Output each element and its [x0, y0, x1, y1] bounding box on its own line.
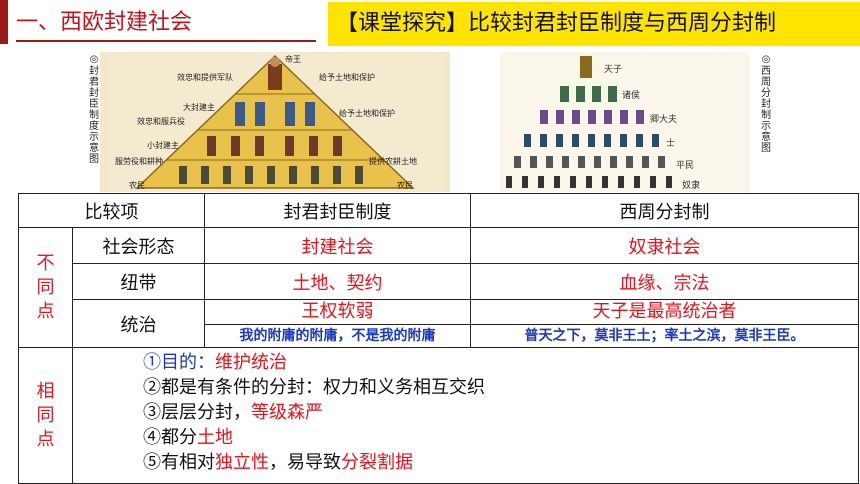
feudal-bond: 土地、契约 — [204, 263, 471, 300]
same-points: ①目的：维护统治 ②都是有条件的分封：权力和义务相互交织 ③层层分封，等级森严 … — [72, 347, 859, 484]
label-peasant-right: 农民 — [397, 180, 413, 190]
zhou-bond: 血缘、宗法 — [470, 263, 859, 300]
label-big-lord: 大封建主 — [183, 102, 215, 112]
row-item-social-form: 社会形态 — [72, 227, 205, 264]
zhou-enfeoffment-figure: 天子 诸侯 卿大夫 士 平民 奴隶 — [500, 52, 750, 192]
same-point-5: ⑤有相对独立性，易导致分裂割据 — [143, 452, 413, 473]
feudal-rule-cell: 王权软弱 我的附庸的附庸，不是我的附庸 — [204, 299, 471, 348]
table-row: 统治 王权软弱 我的附庸的附庸，不是我的附庸 天子是最高统治者 普天之下，莫非王… — [19, 299, 859, 348]
label-tribute: 提供农耕土地 — [369, 156, 417, 166]
right-figure-caption: 西周分封制示意图 — [761, 66, 771, 154]
feudal-rule-note: 我的附庸的附庸，不是我的附庸 — [205, 324, 470, 347]
table-header-row: 比较项 封君封臣制度 西周分封制 — [18, 193, 859, 228]
table-row-same: 相同点 ①目的：维护统治 ②都是有条件的分封：权力和义务相互交织 ③层层分封，等… — [18, 347, 859, 484]
feudal-pyramid-figure: 帝王 效忠和提供军队 给予土地和保护 大封建主 效忠和服兵役 给予土地和保护 小… — [100, 52, 450, 192]
label-nuli: 奴隶 — [682, 179, 700, 191]
table-row: 纽带 土地、契约 血缘、宗法 — [19, 263, 859, 300]
same-label: 相同点 — [18, 347, 73, 484]
label-zhuhou: 诸侯 — [622, 89, 640, 101]
label-king: 帝王 — [285, 54, 301, 64]
left-figure-caption-mark: ◎ — [89, 54, 99, 65]
left-figure-caption: 封君封臣制度示意图 — [89, 66, 99, 165]
label-loyal-army: 效忠和提供军队 — [177, 72, 233, 82]
table-row: 不同点 社会形态 封建社会 奴隶社会 — [18, 227, 859, 348]
section-title: 一、西欧封建社会 — [16, 10, 193, 35]
feudal-rule: 王权软弱 — [301, 301, 374, 322]
topic-banner: 【课堂探究】比较封君封臣制度与西周分封制 — [328, 2, 860, 46]
feudal-social-form: 封建社会 — [204, 227, 471, 264]
diff-label-text: 不同点 — [36, 252, 55, 322]
header-feudal: 封君封臣制度 — [204, 193, 471, 228]
row-item-rule: 统治 — [72, 299, 205, 348]
same-point-1: ①目的：维护统治 — [143, 352, 287, 373]
label-pingmin: 平民 — [676, 160, 694, 171]
label-shi: 士 — [666, 137, 675, 149]
zhou-social-form: 奴隶社会 — [470, 227, 859, 264]
label-tianzi: 天子 — [604, 64, 622, 75]
row-item-bond: 纽带 — [72, 263, 205, 300]
zhou-rule-note: 普天之下，莫非王土；率土之滨，莫非王臣。 — [471, 324, 858, 347]
header-zhou: 西周分封制 — [470, 193, 859, 228]
right-figure-caption-mark: ◎ — [761, 54, 771, 65]
diff-label: 不同点 — [18, 227, 73, 348]
label-small-lord: 小封建主 — [147, 140, 179, 150]
comparison-table: 比较项 封君封臣制度 西周分封制 不同点 社会形态 封建社会 奴隶社会 纽带 土… — [18, 193, 859, 484]
header-accent-bar — [0, 0, 8, 44]
zhou-rule: 天子是最高统治者 — [592, 301, 737, 322]
same-point-4: ④都分土地 — [143, 427, 233, 448]
same-point-2: ②都是有条件的分封：权力和义务相互交织 — [143, 377, 485, 398]
same-label-text: 相同点 — [36, 380, 55, 450]
label-serve: 效忠和服兵役 — [137, 116, 185, 126]
same-point-3: ③层层分封，等级森严 — [143, 402, 323, 423]
label-peasant-left: 农民 — [129, 180, 145, 190]
zhou-rule-cell: 天子是最高统治者 普天之下，莫非王土；率土之滨，莫非王臣。 — [470, 299, 859, 348]
label-qingdafu: 卿大夫 — [650, 113, 677, 125]
label-grant-land-1: 给予土地和保护 — [319, 72, 375, 82]
label-grant-land-2: 给予土地和保护 — [339, 108, 395, 118]
title-underline — [16, 40, 316, 42]
header-item: 比较项 — [18, 193, 205, 228]
label-labor: 服劳役和耕种 — [115, 156, 163, 166]
